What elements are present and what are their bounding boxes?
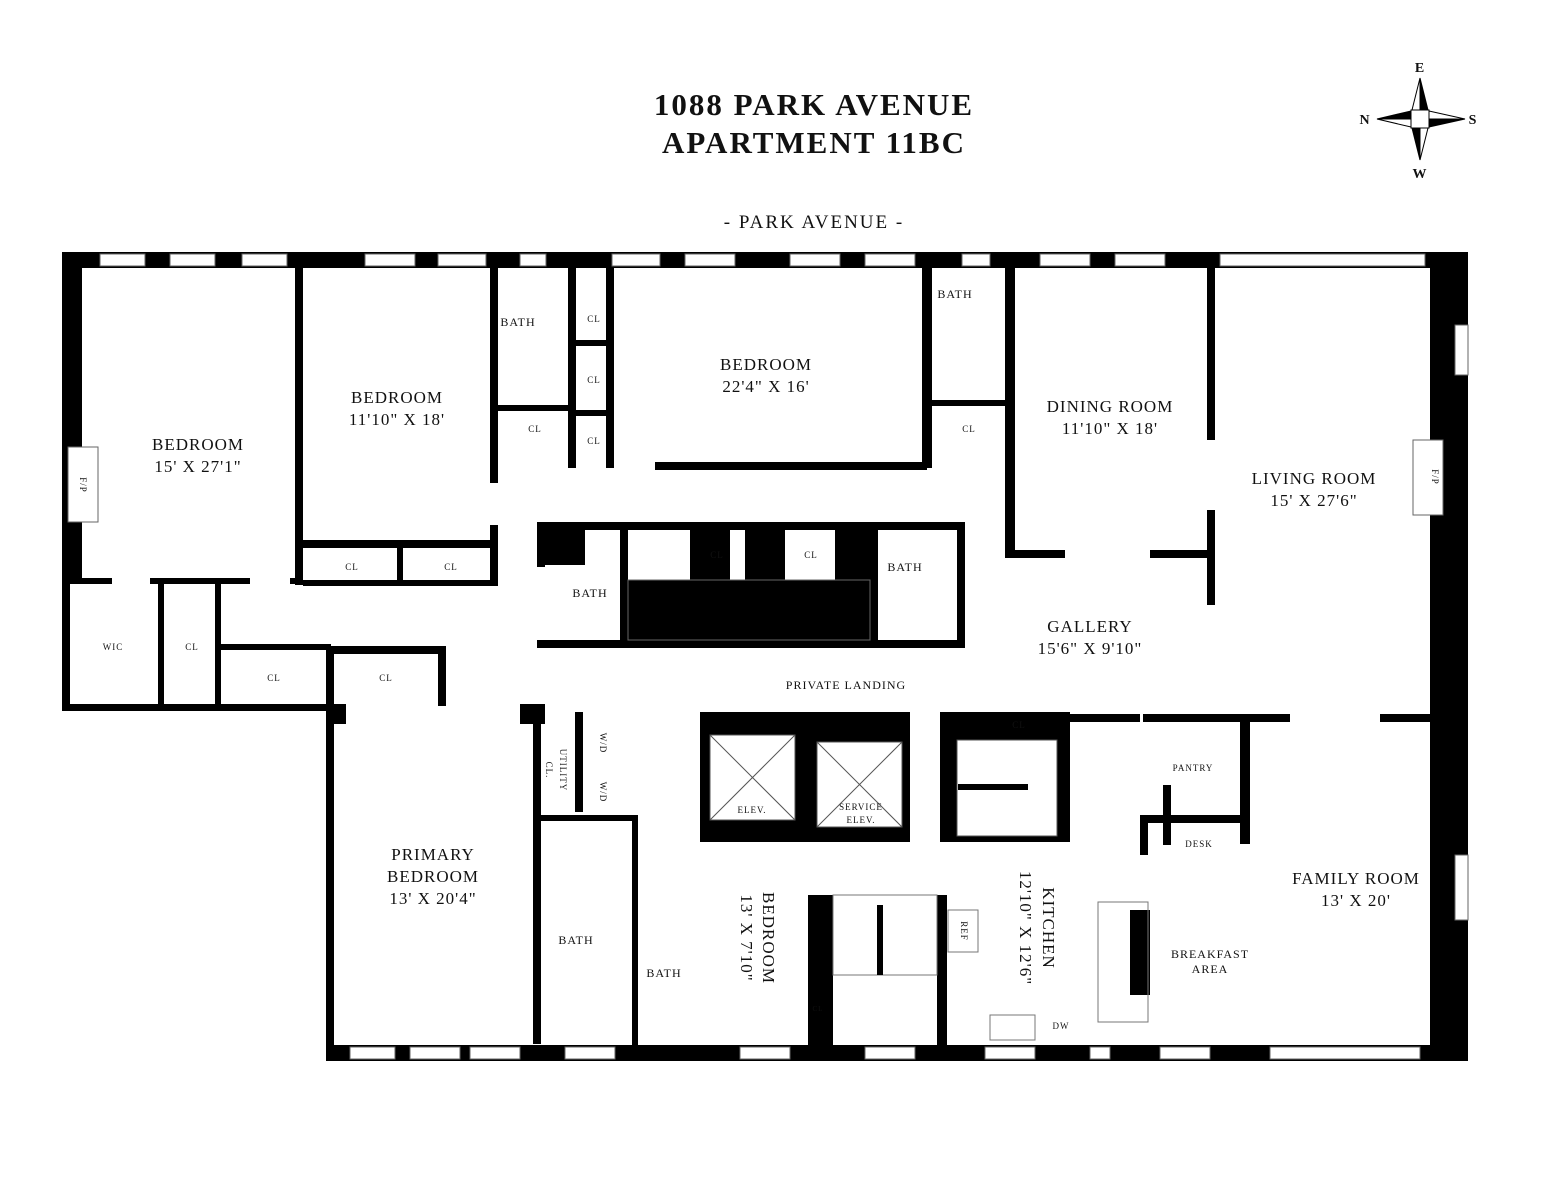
bedroom2-name: BEDROOM bbox=[351, 388, 443, 407]
bedroom4-name: BEDROOM bbox=[759, 892, 778, 984]
primary-name1: PRIMARY bbox=[391, 845, 475, 864]
family-name: FAMILY ROOM bbox=[1292, 869, 1420, 888]
kitchen-dims: 12'10" X 12'6" bbox=[1016, 871, 1035, 985]
primary-name2: BEDROOM bbox=[387, 867, 479, 886]
desk-label: DESK bbox=[1185, 839, 1213, 849]
living-name: LIVING ROOM bbox=[1252, 469, 1377, 488]
breakfast-line1: BREAKFAST bbox=[1171, 947, 1249, 961]
breakfast-line2: AREA bbox=[1192, 962, 1229, 976]
bedroom3-dims: 22'4" X 16' bbox=[722, 377, 809, 396]
closet-label: CL bbox=[587, 314, 601, 324]
compass-rose-icon: E N S W bbox=[1359, 61, 1478, 182]
fireplace-label: F/P bbox=[1430, 469, 1440, 485]
utility-cl-label: CL. bbox=[544, 762, 554, 779]
bedroom3-name: BEDROOM bbox=[720, 355, 812, 374]
bath-label: BATH bbox=[558, 933, 593, 947]
bedroom1-dims: 15' X 27'1" bbox=[154, 457, 241, 476]
windows bbox=[67, 253, 1469, 1060]
closet-label: CL bbox=[804, 550, 818, 560]
service-elevator-label2: ELEV. bbox=[846, 815, 875, 825]
gallery-dims: 15'6" X 9'10" bbox=[1038, 639, 1143, 658]
title-address: 1088 PARK AVENUE bbox=[654, 87, 974, 122]
refrigerator-label: REF bbox=[959, 921, 969, 941]
closet-label: CL bbox=[267, 673, 281, 683]
primary-dims: 13' X 20'4" bbox=[389, 889, 476, 908]
closet-label: CL bbox=[587, 436, 601, 446]
closet-label: CL bbox=[185, 642, 199, 652]
bedroom2-dims: 11'10" X 18' bbox=[349, 410, 445, 429]
pantry-label: PANTRY bbox=[1173, 763, 1214, 773]
compass-n: N bbox=[1359, 113, 1370, 128]
closet-label: CL bbox=[528, 424, 542, 434]
closet-label: CL bbox=[710, 550, 724, 560]
kitchen-name: KITCHEN bbox=[1039, 887, 1058, 969]
utility-label: UTILITY bbox=[558, 749, 568, 792]
elevator-label: ELEV. bbox=[737, 805, 766, 815]
room-labels: BEDROOM 15' X 27'1" BEDROOM 11'10" X 18'… bbox=[152, 355, 1420, 985]
compass-e: E bbox=[1415, 61, 1425, 76]
bedroom4-dims: 13' X 7'10" bbox=[737, 894, 756, 981]
washer-dryer-label: W/D bbox=[598, 733, 608, 754]
family-dims: 13' X 20' bbox=[1321, 891, 1391, 910]
closet-label: CL bbox=[345, 562, 359, 572]
bath-label: BATH bbox=[572, 586, 607, 600]
closet-label: CL bbox=[813, 1005, 824, 1013]
dishwasher-label: DW bbox=[1053, 1021, 1070, 1031]
closet-label: CL bbox=[379, 673, 393, 683]
closet-label: CL bbox=[962, 424, 976, 434]
closet-label: CL bbox=[444, 562, 458, 572]
service-elevator-label1: SERVICE bbox=[839, 802, 883, 812]
compass-s: S bbox=[1469, 113, 1478, 128]
bath-label: BATH bbox=[500, 315, 535, 329]
dining-dims: 11'10" X 18' bbox=[1062, 419, 1158, 438]
bath-label: BATH bbox=[646, 966, 681, 980]
closet-label: CL bbox=[587, 375, 601, 385]
closet-label: CL bbox=[1012, 720, 1026, 730]
street-label: - PARK AVENUE - bbox=[724, 212, 904, 233]
dining-name: DINING ROOM bbox=[1047, 397, 1174, 416]
fixture-labels: F/P F/P BATH BATH BATH BATH BATH BATH CL… bbox=[78, 287, 1440, 1031]
title-apartment: APARTMENT 11BC bbox=[662, 125, 966, 160]
compass-w: W bbox=[1413, 167, 1428, 182]
bath-label: BATH bbox=[937, 287, 972, 301]
living-dims: 15' X 27'6" bbox=[1270, 491, 1357, 510]
fireplace-label: F/P bbox=[78, 477, 88, 493]
bedroom1-name: BEDROOM bbox=[152, 435, 244, 454]
gallery-name: GALLERY bbox=[1047, 617, 1132, 636]
washer-dryer-label: W/D bbox=[598, 782, 608, 803]
bath-label: BATH bbox=[887, 560, 922, 574]
private-landing-label: PRIVATE LANDING bbox=[786, 678, 906, 692]
wic-label: WIC bbox=[103, 642, 124, 652]
